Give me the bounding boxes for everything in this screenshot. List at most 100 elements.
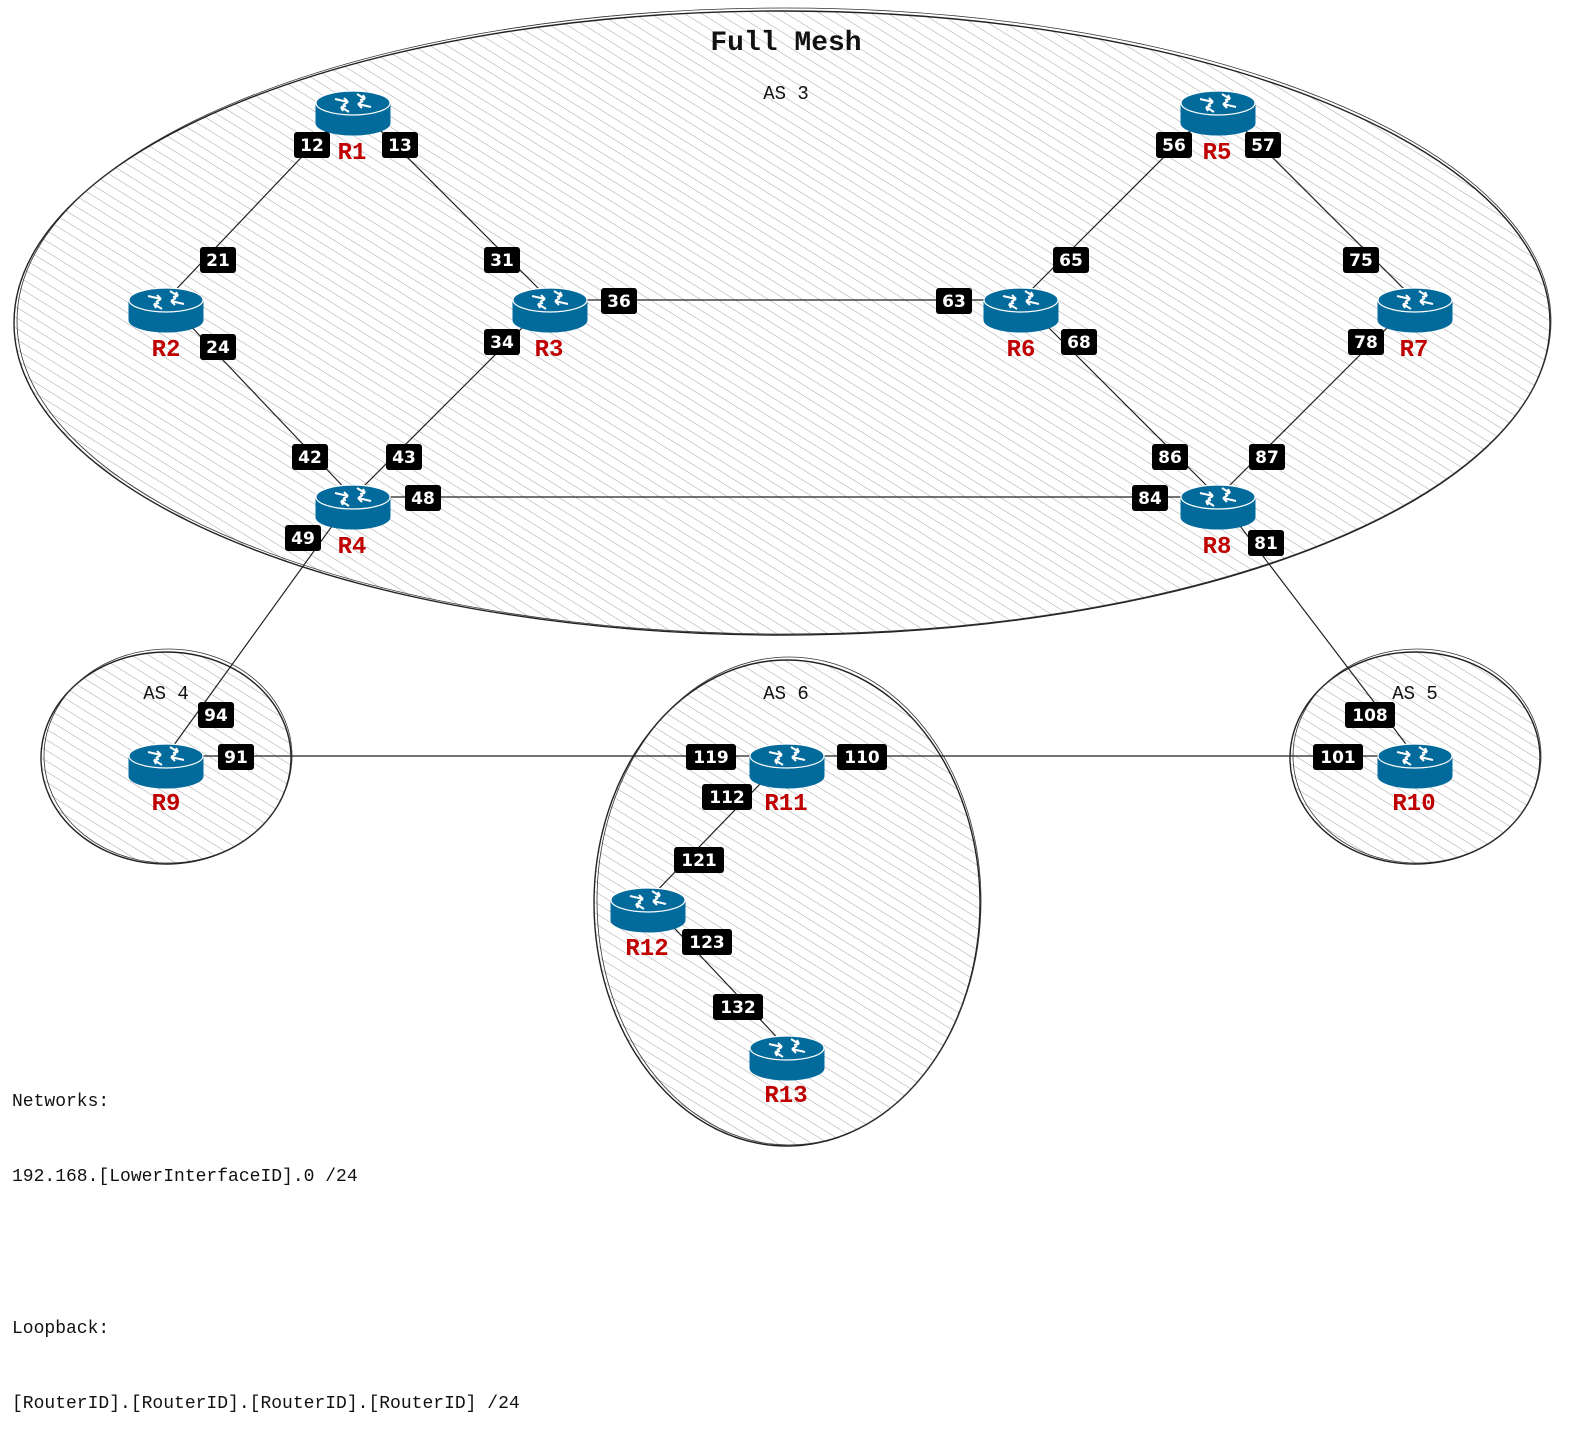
router-arrows-icon: [1396, 746, 1434, 766]
router-arrows-icon: [1199, 93, 1237, 113]
port-badge-56: 56: [1156, 132, 1192, 158]
port-label: 49: [291, 529, 315, 549]
port-badge-81: 81: [1248, 530, 1284, 556]
port-badge-91: 91: [218, 744, 254, 770]
port-badge-bg: [837, 744, 887, 770]
port-badge-bg: [200, 247, 236, 273]
port-label: 87: [1255, 448, 1279, 468]
port-badge-bg: [1343, 247, 1379, 273]
router-top: [749, 743, 825, 769]
router-arrows-icon: [1002, 290, 1040, 310]
router-label-r9: R9: [152, 791, 181, 818]
port-label: 94: [204, 706, 228, 726]
router-arrows-icon: [1396, 290, 1434, 310]
port-badge-68: 68: [1061, 329, 1097, 355]
area-label-as4: AS 4: [143, 683, 189, 705]
router-label-r7: R7: [1400, 337, 1429, 364]
router-label-r3: R3: [535, 337, 564, 364]
port-label: 36: [607, 292, 631, 312]
router-icon-r3[interactable]: [512, 287, 588, 333]
router-arrows-icon: [768, 1038, 806, 1058]
port-badge-132: 132: [713, 994, 763, 1020]
router-icon-r4[interactable]: [315, 484, 391, 530]
router-icon-r5[interactable]: [1180, 90, 1256, 136]
router-label-r5: R5: [1203, 140, 1232, 167]
port-badge-36: 36: [601, 288, 637, 314]
port-badge-57: 57: [1245, 132, 1281, 158]
port-badge-bg: [682, 929, 732, 955]
router-icon-r10[interactable]: [1377, 743, 1453, 789]
port-label: 75: [1349, 251, 1373, 271]
port-badge-bg: [686, 744, 736, 770]
port-label: 43: [392, 448, 416, 468]
port-label: 24: [206, 338, 230, 358]
router-icon-r6[interactable]: [983, 287, 1059, 333]
router-icon-r8[interactable]: [1180, 484, 1256, 530]
port-badge-bg: [405, 485, 441, 511]
port-badge-bg: [1053, 247, 1089, 273]
port-badge-bg: [936, 288, 972, 314]
port-label: 34: [490, 333, 514, 353]
port-badge-bg: [1345, 702, 1395, 728]
port-badge-49: 49: [285, 525, 321, 551]
port-badge-121: 121: [674, 847, 724, 873]
port-badge-bg: [1245, 132, 1281, 158]
port-badge-24: 24: [200, 334, 236, 360]
port-badge-bg: [200, 334, 236, 360]
port-label: 42: [298, 448, 322, 468]
router-label-r13: R13: [764, 1083, 807, 1110]
router-arrows-icon: [768, 746, 806, 766]
port-badge-bg: [1061, 329, 1097, 355]
router-icon-r9[interactable]: [128, 743, 204, 789]
router-arrows-icon: [334, 93, 372, 113]
port-label: 65: [1059, 251, 1083, 271]
port-label: 63: [942, 292, 966, 312]
router-icon-r13[interactable]: [749, 1035, 825, 1081]
port-badge-bg: [713, 994, 763, 1020]
port-label: 48: [411, 489, 435, 509]
port-label: 68: [1067, 333, 1091, 353]
router-icon-r7[interactable]: [1377, 287, 1453, 333]
port-badge-78: 78: [1348, 329, 1384, 355]
port-badge-86: 86: [1152, 444, 1188, 470]
router-label-r10: R10: [1392, 791, 1435, 818]
port-badge-75: 75: [1343, 247, 1379, 273]
area-as3: [13, 10, 1551, 636]
area-label-as5: AS 5: [1392, 683, 1438, 705]
link-r4-r9: [165, 496, 354, 757]
port-badge-48: 48: [405, 485, 441, 511]
router-label-r4: R4: [338, 534, 367, 561]
port-label: 101: [1320, 748, 1356, 768]
port-badge-bg: [292, 444, 328, 470]
port-badge-bg: [674, 847, 724, 873]
port-badge-bg: [702, 784, 752, 810]
port-badge-43: 43: [386, 444, 422, 470]
port-label: 13: [388, 136, 412, 156]
area-label-as3: AS 3: [763, 83, 809, 105]
router-icon-r11[interactable]: [749, 743, 825, 789]
port-badge-119: 119: [686, 744, 736, 770]
port-badge-21: 21: [200, 247, 236, 273]
router-top: [128, 287, 204, 313]
port-badge-123: 123: [682, 929, 732, 955]
port-badge-bg: [1152, 444, 1188, 470]
port-badge-bg: [1132, 485, 1168, 511]
port-badge-bg: [601, 288, 637, 314]
router-top: [315, 484, 391, 510]
router-arrows-icon: [147, 746, 185, 766]
port-badge-bg: [484, 247, 520, 273]
port-badge-87: 87: [1249, 444, 1285, 470]
port-label: 86: [1158, 448, 1182, 468]
port-label: 21: [206, 251, 230, 271]
router-icon-r1[interactable]: [315, 90, 391, 136]
router-top: [983, 287, 1059, 313]
router-icon-r12[interactable]: [610, 887, 686, 933]
area-outline-as6: [596, 656, 982, 1146]
port-badge-84: 84: [1132, 485, 1168, 511]
router-icon-r2[interactable]: [128, 287, 204, 333]
networks-heading: Networks:: [12, 1092, 110, 1112]
port-label: 81: [1254, 534, 1278, 554]
router-arrows-icon: [1199, 487, 1237, 507]
port-label: 110: [844, 748, 880, 768]
